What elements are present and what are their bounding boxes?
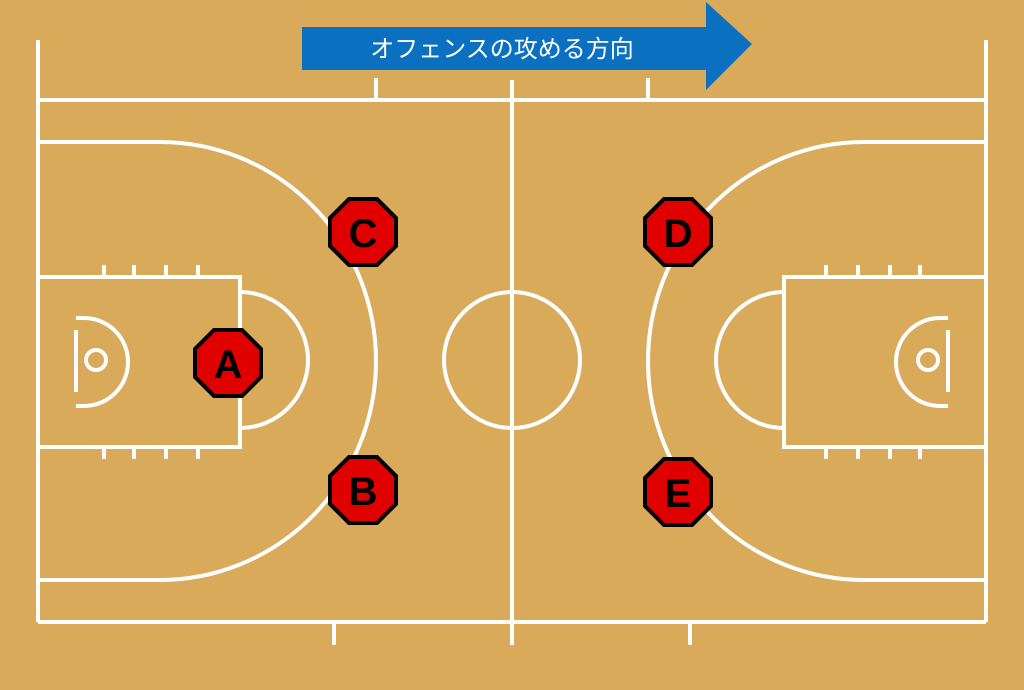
marker-octagon — [643, 197, 713, 267]
direction-label: オフェンスの攻める方向 — [370, 35, 634, 63]
player-marker-a[interactable]: A — [193, 328, 263, 398]
player-marker-d[interactable]: D — [643, 197, 713, 267]
marker-octagon — [328, 455, 398, 525]
marker-octagon — [328, 197, 398, 267]
offense-direction-arrow: オフェンスの攻める方向 — [302, 2, 752, 90]
player-marker-c[interactable]: C — [328, 197, 398, 267]
center-circle — [442, 290, 582, 430]
player-label: B — [349, 470, 378, 514]
player-marker-b[interactable]: B — [328, 455, 398, 525]
player-marker-e[interactable]: E — [643, 457, 713, 527]
court-lines — [36, 40, 988, 645]
arrow-shape — [302, 2, 752, 90]
left-free-throw-circle — [239, 290, 310, 430]
right-free-throw-circle — [714, 290, 785, 430]
marker-octagon — [193, 328, 263, 398]
right-basket — [894, 316, 950, 408]
player-label: C — [349, 212, 378, 256]
right-three-point-line — [646, 140, 986, 582]
player-markers: A B C D E — [193, 197, 713, 527]
left-lane-marks — [102, 265, 200, 459]
left-three-point-line — [38, 140, 378, 582]
player-label: D — [664, 212, 693, 256]
marker-octagon — [643, 457, 713, 527]
player-label: A — [214, 343, 243, 387]
right-key — [782, 275, 988, 449]
left-basket — [74, 316, 130, 408]
right-lane-marks — [824, 265, 922, 459]
player-label: E — [665, 472, 692, 516]
